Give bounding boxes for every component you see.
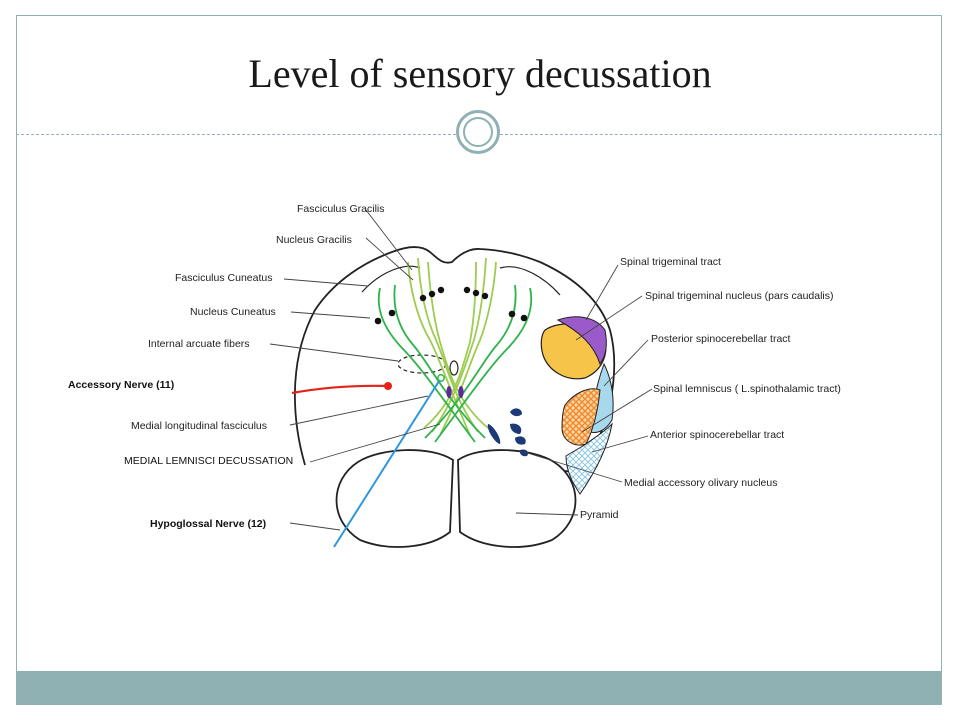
label-pyramid: Pyramid [580,509,619,521]
leader-lines [269,209,653,531]
label-nucleus-cuneatus: Nucleus Cuneatus [190,306,276,318]
divider-ring-ornament [456,110,500,154]
label-spinal-trigeminal-nucleus: Spinal trigeminal nucleus (pars caudalis… [645,290,834,302]
label-internal-arcuate-fibers: Internal arcuate fibers [148,338,250,350]
medial-longitudinal-fasciculus-left [446,386,452,398]
title-divider-right [500,134,942,135]
label-spinal-trigeminal-tract: Spinal trigeminal tract [620,256,721,268]
cuneate-fibers [377,284,533,443]
nucleus-cuneatus-dots [374,309,528,325]
pyramid-right [457,449,577,548]
label-nucleus-gracilis: Nucleus Gracilis [276,234,352,246]
pyramid-left [335,449,454,548]
slide-title: Level of sensory decussation [248,51,712,96]
label-medial-lemnisci-decussation: MEDIAL LEMNISCI DECUSSATION [124,455,293,467]
medulla-outline [294,246,616,473]
central-canal [449,360,459,376]
label-hypoglossal-nerve: Hypoglossal Nerve (12) [150,518,266,530]
spinal-trigeminal-tract [556,316,607,366]
label-fasciculus-cuneatus: Fasciculus Cuneatus [175,272,272,284]
label-fasciculus-gracilis: Fasciculus Gracilis [297,203,385,215]
title-divider-left [16,134,456,135]
gracilis-fibers [407,257,497,436]
nucleus-gracilis-dots [419,286,489,302]
label-spinal-lemniscus: Spinal lemniscus ( L.spinothalamic tract… [653,383,841,395]
label-accessory-nerve: Accessory Nerve (11) [68,379,174,391]
footer-bar [16,671,942,705]
medial-accessory-olivary-nucleus [487,408,529,457]
label-anterior-spinocerebellar-tract: Anterior spinocerebellar tract [650,429,784,441]
accessory-nerve-path [291,384,389,395]
anterior-spinocerebellar-tract [565,422,613,495]
medial-longitudinal-fasciculus-right [458,386,464,398]
spinal-lemniscus [561,388,601,446]
label-posterior-spinocerebellar-tract: Posterior spinocerebellar tract [651,333,791,345]
hypoglossal-nucleus [437,374,445,382]
label-medial-longitudinal-fasciculus: Medial longitudinal fasciculus [131,420,267,432]
accessory-nerve-nucleus [384,382,392,390]
inner-contour [361,265,561,296]
label-medial-accessory-olivary-nucleus: Medial accessory olivary nucleus [624,477,777,489]
hypoglossal-nerve-path [333,377,442,548]
